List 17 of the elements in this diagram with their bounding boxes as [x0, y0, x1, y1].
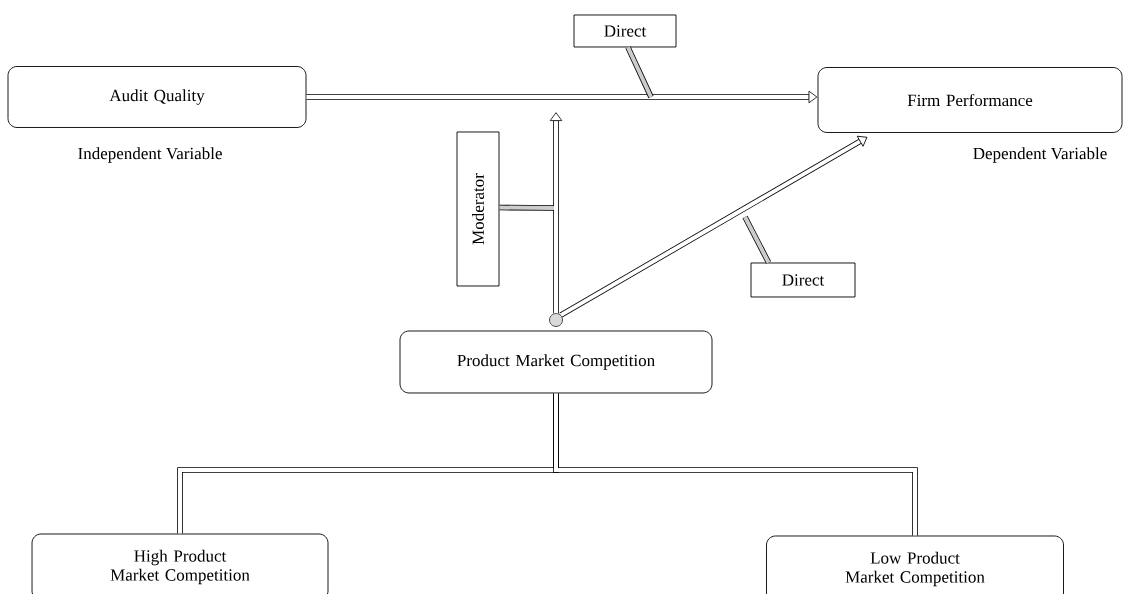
arrow [306, 90, 818, 104]
label-box: Direct [750, 262, 856, 298]
leader-line [625, 46, 654, 99]
variable-box: High Product Market Competition [31, 533, 329, 594]
variable-caption: Dependent Variable [973, 147, 1107, 163]
leader-line [499, 204, 555, 211]
arrow [559, 135, 868, 318]
connector-line [553, 393, 918, 536]
variable-caption: Independent Variable [78, 147, 222, 163]
label-box: Moderator [456, 131, 500, 287]
leader-line [742, 215, 772, 264]
variable-box: Low Product Market Competition [766, 535, 1064, 594]
variable-box: Firm Performance [817, 67, 1123, 133]
label-box: Direct [573, 14, 677, 48]
variable-box: Product Market Competition [399, 330, 713, 394]
arrow [549, 112, 563, 314]
variable-box: Audit Quality [7, 66, 307, 128]
